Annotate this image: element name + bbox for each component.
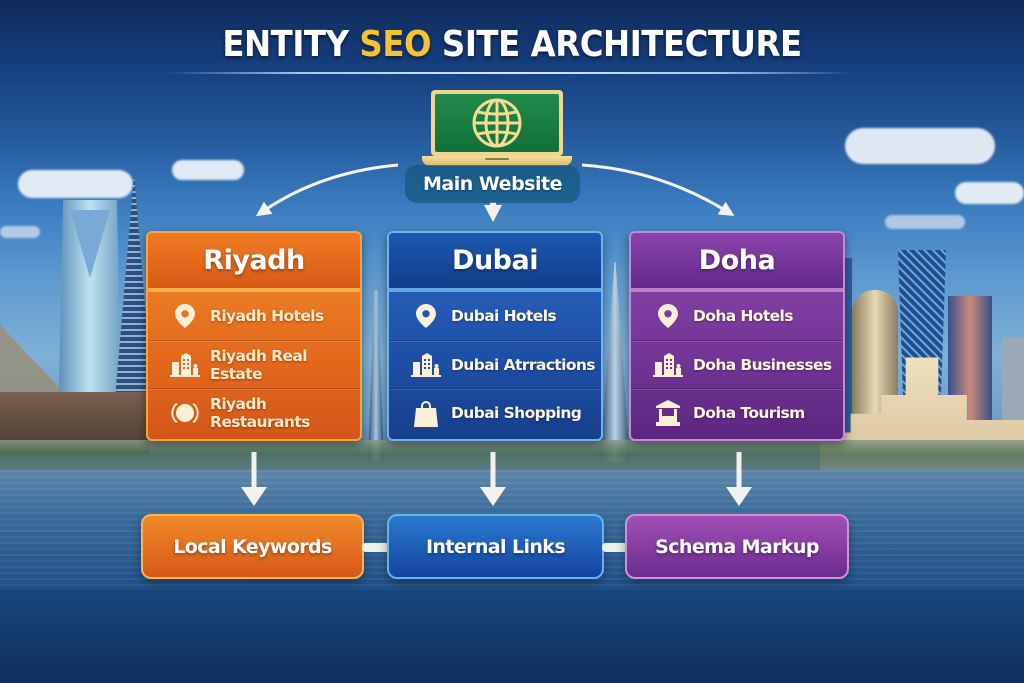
item-label: Doha Businesses bbox=[693, 355, 832, 374]
item-label: Doha Tourism bbox=[693, 403, 805, 422]
main-website-label[interactable]: Main Website bbox=[405, 165, 580, 203]
list-item-riyadh-real-estate[interactable]: Riyadh Real Estate bbox=[148, 340, 360, 388]
cloud bbox=[18, 170, 133, 198]
title-part-1: ENTITY bbox=[222, 24, 360, 65]
buildings-icon bbox=[411, 352, 441, 378]
city-title: Doha bbox=[631, 233, 843, 288]
plate-icon bbox=[170, 400, 200, 426]
map-pin-icon bbox=[653, 303, 683, 329]
divider bbox=[148, 288, 360, 292]
main-website-laptop[interactable] bbox=[422, 90, 572, 168]
list-item-doha-businesses[interactable]: Doha Businesses bbox=[631, 340, 843, 388]
page-title: ENTITY SEO SITE ARCHITECTURE bbox=[51, 24, 973, 65]
globe-icon bbox=[472, 98, 522, 148]
cloud bbox=[885, 215, 965, 229]
laptop-base bbox=[422, 156, 572, 166]
city-title: Riyadh bbox=[148, 233, 360, 288]
feature-internal-links[interactable]: Internal Links bbox=[387, 514, 604, 579]
cloud bbox=[172, 160, 244, 180]
list-item-doha-tourism[interactable]: Doha Tourism bbox=[631, 388, 843, 436]
cloud bbox=[845, 128, 995, 164]
laptop-screen bbox=[431, 90, 563, 156]
list-item-riyadh-restaurants[interactable]: Riyadh Restaurants bbox=[148, 388, 360, 436]
divider bbox=[631, 288, 843, 292]
shopping-bag-icon bbox=[411, 400, 441, 427]
title-accent: SEO bbox=[359, 24, 432, 65]
city-panel-riyadh[interactable]: Riyadh Riyadh Hotels Riyadh Real Estate … bbox=[146, 231, 362, 441]
item-label: Dubai Hotels bbox=[451, 307, 557, 325]
list-item-doha-hotels[interactable]: Doha Hotels bbox=[631, 292, 843, 340]
item-label: Doha Hotels bbox=[693, 307, 793, 325]
cloud bbox=[955, 182, 1024, 204]
divider bbox=[389, 288, 601, 292]
city-panel-doha[interactable]: Doha Doha Hotels Doha Businesses Doha To… bbox=[629, 231, 845, 441]
map-pin-icon bbox=[411, 303, 441, 329]
city-title: Dubai bbox=[389, 233, 601, 288]
cloud bbox=[0, 226, 40, 238]
burj-khalifa bbox=[600, 262, 630, 462]
connector-link bbox=[602, 543, 628, 552]
feature-local-keywords[interactable]: Local Keywords bbox=[141, 514, 364, 579]
list-item-dubai-attractions[interactable]: Dubai Atrractions bbox=[389, 340, 601, 388]
dubai-tower bbox=[368, 290, 384, 460]
list-item-riyadh-hotels[interactable]: Riyadh Hotels bbox=[148, 292, 360, 340]
list-item-dubai-hotels[interactable]: Dubai Hotels bbox=[389, 292, 601, 340]
map-pin-icon bbox=[170, 303, 200, 329]
buildings-icon bbox=[653, 352, 683, 378]
feature-schema-markup[interactable]: Schema Markup bbox=[625, 514, 849, 579]
title-part-2: SITE ARCHITECTURE bbox=[431, 24, 802, 65]
item-label: Riyadh Real Estate bbox=[210, 346, 308, 383]
connector-link bbox=[362, 543, 390, 552]
title-divider bbox=[165, 72, 855, 74]
item-label: Dubai Atrractions bbox=[451, 355, 596, 374]
item-label: Dubai Shopping bbox=[451, 403, 582, 422]
buildings-icon bbox=[170, 352, 200, 378]
laptop-notch bbox=[485, 158, 509, 160]
item-label: Riyadh Hotels bbox=[210, 307, 324, 325]
list-item-dubai-shopping[interactable]: Dubai Shopping bbox=[389, 388, 601, 436]
city-panel-dubai[interactable]: Dubai Dubai Hotels Dubai Atrractions Dub… bbox=[387, 231, 603, 441]
item-label: Riyadh Restaurants bbox=[210, 394, 310, 431]
pavilion-icon bbox=[653, 399, 683, 426]
